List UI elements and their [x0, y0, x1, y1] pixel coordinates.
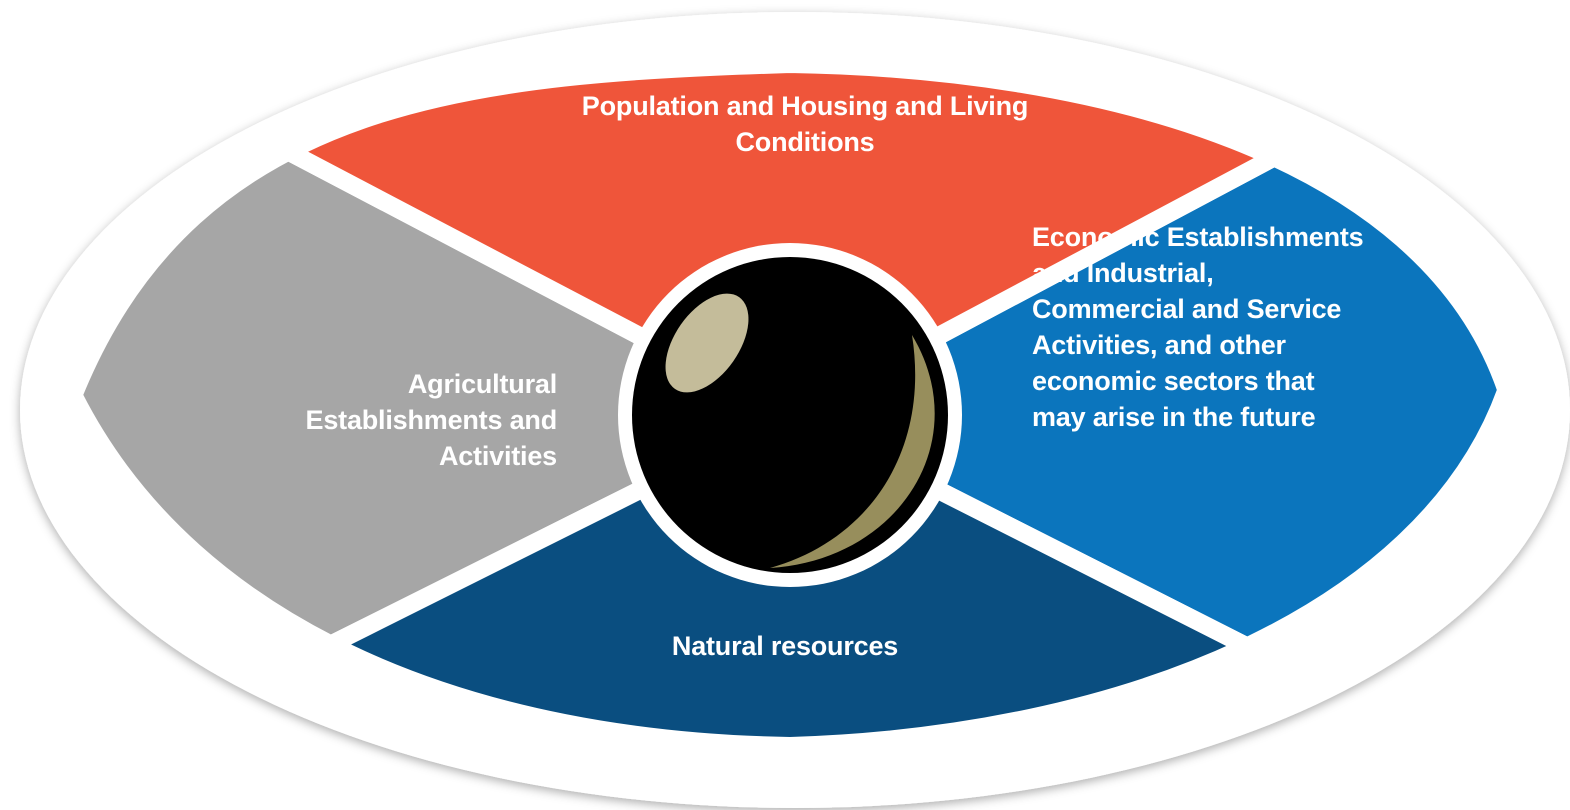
sphere-icon — [618, 243, 962, 587]
eye-outline — [76, 66, 1504, 744]
segment-bottom-label: Natural resources — [671, 631, 899, 661]
segment-left-label: Agricultural Establishments and Activiti… — [305, 369, 558, 471]
segment-top-label: Population and Housing and Living Condit… — [581, 91, 1029, 157]
segment-right-label: Economic Establishments and Industrial, … — [1032, 222, 1364, 432]
